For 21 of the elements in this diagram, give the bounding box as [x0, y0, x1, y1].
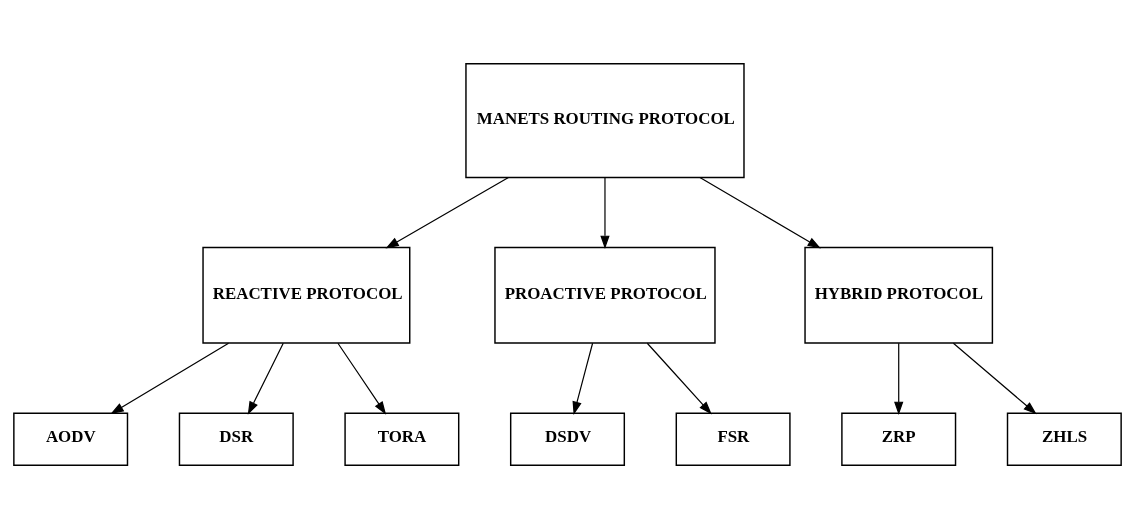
node-box: ZRP [841, 412, 957, 466]
node-box: AODV [13, 412, 129, 466]
arrow [952, 342, 1037, 415]
arrow [699, 176, 821, 249]
arrow [110, 342, 230, 415]
node-box: ZHLS [1006, 412, 1122, 466]
node-box: MANETS ROUTING PROTOCOL [465, 63, 745, 179]
node-box: PROACTIVE PROTOCOL [494, 246, 716, 344]
arrow [572, 342, 594, 415]
node-box: DSDV [509, 412, 626, 466]
node-box: FSR [675, 412, 791, 466]
node-box: DSR [178, 412, 294, 466]
node-box: TORA [344, 412, 460, 466]
arrow [385, 176, 510, 249]
arrow [337, 342, 387, 415]
arrow [646, 342, 712, 415]
arrow [894, 342, 904, 415]
node-box: REACTIVE PROTOCOL [202, 246, 411, 344]
node-box: HYBRID PROTOCOL [804, 246, 994, 344]
arrow [600, 177, 610, 249]
arrow [247, 342, 284, 415]
